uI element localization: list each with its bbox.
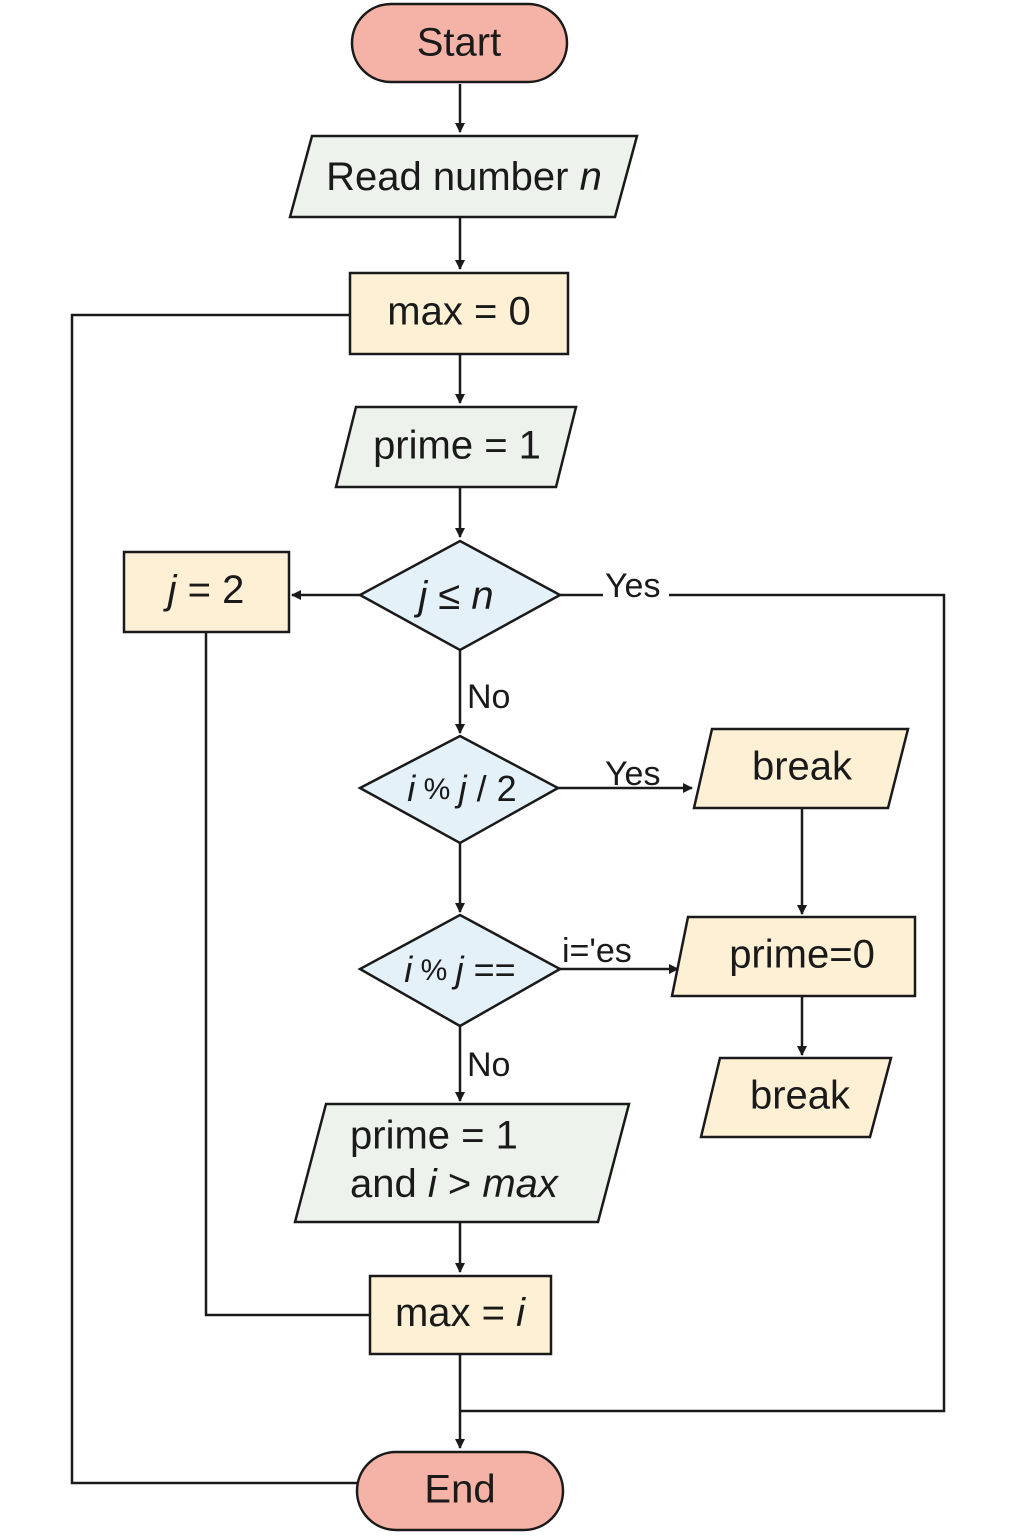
check-prime-max-and: and [350,1162,428,1206]
prime-init-label: prime = 1 [373,424,541,468]
break-top-shape [692,727,910,810]
end-terminal-shape [355,1450,565,1532]
prime-init-node: prime = 1 [334,405,578,489]
decision-i-mod-j-half: i % j / 2 [357,734,561,845]
j-init-label: j = 2 [163,568,245,612]
j-init-node: j = 2 [122,550,291,634]
decision-j-le-n-shape [357,539,563,652]
edge-labels: Yes No Yes i='es No [467,567,669,1084]
prime-zero-node: prime=0 [670,915,917,998]
decision-i-mod-j-eq-i: i [404,949,413,990]
edge-max-init-to-end [70,313,358,1485]
cond1-yes-label-bg [603,568,669,604]
decision-i-mod-j-eq-shape [357,913,563,1028]
decision-j-le-n-n: n [471,574,493,618]
max-init-label: max = 0 [387,290,530,334]
edge-j-init-to-assign [204,632,370,1317]
j-init-shape [122,550,291,634]
check-prime-max-node: prime = 1 and i > max [293,1102,631,1224]
check-prime-max-i: i [428,1162,438,1206]
cond2-yes-label: Yes [605,755,660,793]
read-input-shape [288,134,639,219]
break-bottom-shape [699,1056,893,1139]
cond1-yes-label: Yes [605,567,660,605]
cond3-yes-label: i='es [562,932,632,970]
decision-i-mod-j-eq: i % j == [357,913,563,1028]
check-prime-max-line1: prime = 1 [350,1114,518,1158]
start-terminal-shape [350,2,569,84]
start-label: Start [417,21,501,65]
end-label: End [424,1468,495,1512]
break-top-node: break [692,727,910,810]
connectors [70,84,946,1485]
break-top-label: break [752,745,853,789]
decision-i-mod-j-half-label: i % j / 2 [407,768,516,809]
decision-j-le-n-op: ≤ [427,574,471,618]
prime-init-shape [334,405,578,489]
start-node: Start [350,2,569,84]
decision-i-mod-j-half-mod: % [415,773,458,806]
assign-max-shape [368,1274,553,1356]
read-input-variable: n [580,155,602,199]
assign-max-prefix: max = [395,1291,516,1335]
assign-max-label: max = i [395,1291,526,1335]
cond1-no-label: No [467,678,510,716]
read-input-prefix: Read number [326,155,579,199]
check-prime-max-max: max [482,1162,560,1206]
break-bottom-node: break [699,1056,893,1139]
max-init-shape [348,271,570,356]
edge-cond1-yes-loop [460,593,946,1413]
decision-i-mod-j-half-rest: / 2 [467,768,517,809]
decision-i-mod-j-eq-rest: == [464,949,516,990]
max-init-node: max = 0 [348,271,570,356]
assign-max-i: i [516,1291,526,1335]
j-init-rest: = 2 [177,568,245,612]
assign-max-node: max = i [368,1274,553,1356]
read-input-node: Read number n [288,134,639,219]
decision-j-le-n: j ≤ n [357,539,563,652]
check-prime-max-line2: and i > max [350,1162,560,1206]
decision-i-mod-j-half-shape [357,734,561,845]
end-node: End [355,1450,565,1532]
check-prime-max-gt: > [437,1162,483,1206]
break-bottom-label: break [750,1074,851,1118]
decision-j-le-n-label: j ≤ n [413,574,493,618]
read-input-label: Read number n [326,155,602,199]
decision-i-mod-j-eq-label: i % j == [404,949,515,990]
decision-i-mod-j-half-i: i [407,768,416,809]
prime-zero-shape [670,915,917,998]
cond3-no-label: No [467,1046,510,1084]
check-prime-max-shape [293,1102,631,1224]
decision-i-mod-j-eq-mod: % [412,954,455,987]
prime-zero-label: prime=0 [729,933,875,977]
